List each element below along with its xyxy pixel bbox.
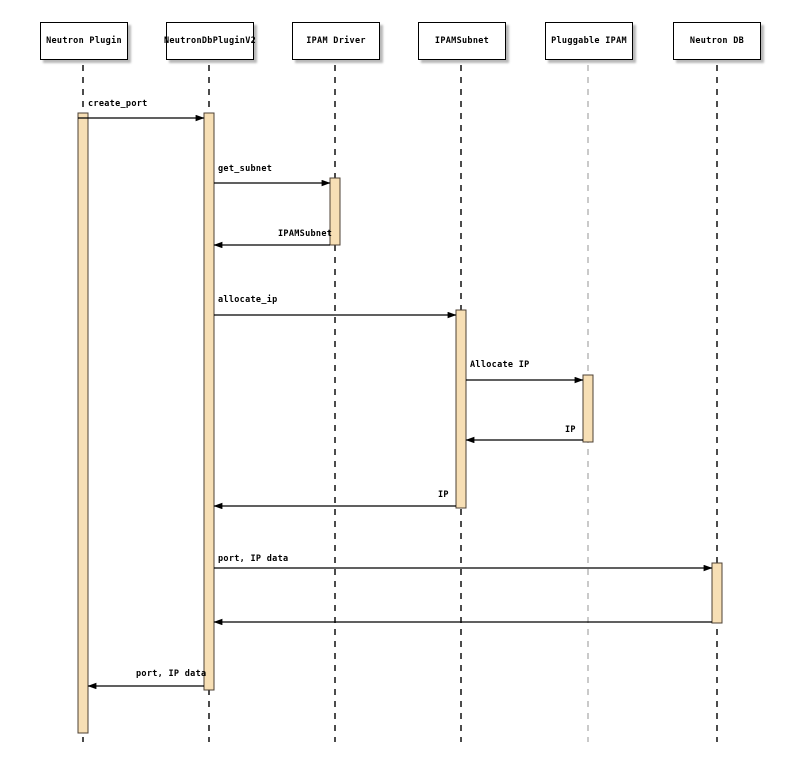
activations-group (77, 112, 723, 734)
activation-bar-ipam-subnet (455, 309, 467, 509)
participant-label-ipam-driver: IPAM Driver (306, 35, 366, 46)
message-label-msg-ip-return-2: IP (438, 490, 449, 500)
lifelines-group (82, 65, 718, 742)
activation-bar-pluggable-ipam (582, 374, 594, 443)
participant-label-pluggable-ipam: Pluggable IPAM (551, 35, 627, 46)
participant-label-neutron-plugin: Neutron Plugin (46, 35, 122, 46)
message-label-msg-allocate-ip-2: Allocate IP (470, 360, 530, 370)
activation-bar-ipam-driver (329, 177, 341, 246)
messages-group (78, 114, 713, 690)
participant-box-ipam-driver[interactable]: IPAM Driver (292, 22, 380, 60)
activation-bar-neutron-db-plugin-v2 (203, 112, 215, 691)
message-label-msg-allocate-ip: allocate_ip (218, 295, 278, 305)
participant-label-ipam-subnet: IPAMSubnet (434, 35, 490, 46)
participant-box-neutron-db-plugin-v2[interactable]: NeutronDbPluginV2 (163, 22, 257, 60)
message-label-msg-get-subnet: get_subnet (218, 164, 273, 174)
participant-box-pluggable-ipam[interactable]: Pluggable IPAM (545, 22, 633, 60)
message-label-msg-ipamsubnet-return: IPAMSubnet (278, 229, 333, 239)
message-label-msg-ip-return-1: IP (565, 425, 576, 435)
participant-box-neutron-db[interactable]: Neutron DB (673, 22, 761, 60)
message-label-msg-create-port: create_port (88, 99, 148, 109)
message-label-msg-port-ip-data-reply: port, IP data (136, 669, 207, 679)
participant-box-neutron-plugin[interactable]: Neutron Plugin (40, 22, 128, 60)
message-label-msg-port-ip-data-db: port, IP data (218, 554, 289, 564)
participant-label-neutron-db: Neutron DB (689, 35, 745, 46)
participant-box-ipam-subnet[interactable]: IPAMSubnet (418, 22, 506, 60)
activation-bar-neutron-plugin (77, 112, 89, 734)
activation-bar-neutron-db (711, 562, 723, 624)
participant-label-neutron-db-plugin-v2: NeutronDbPluginV2 (163, 35, 257, 46)
